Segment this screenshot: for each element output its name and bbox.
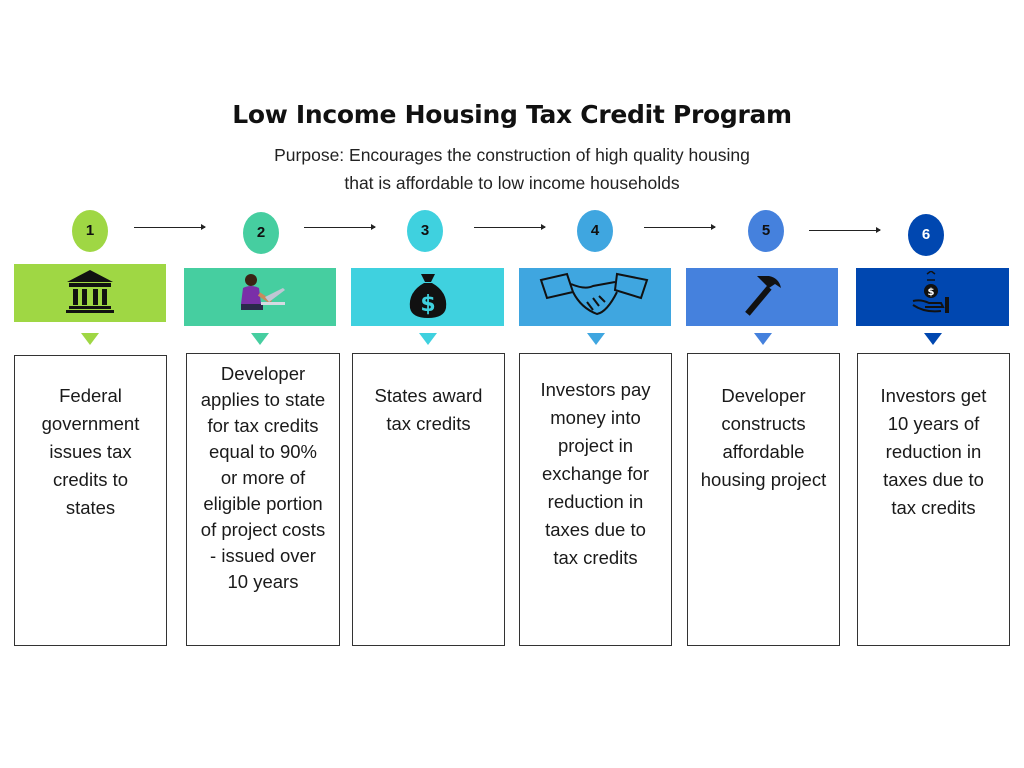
step-4-pointer: [587, 333, 605, 345]
step-4-text: Investors pay money into project in exch…: [540, 379, 651, 568]
step-6-pointer: [924, 333, 942, 345]
step-6-text: Investors get 10 years of reduction in t…: [880, 385, 987, 518]
step-4-number: 4: [577, 210, 613, 252]
step-3-text: States award tax credits: [374, 385, 483, 434]
step-5-band: [686, 268, 838, 326]
arrow-5-to-6: [809, 227, 881, 233]
svg-text:$: $: [420, 292, 435, 317]
step-1-box: Federal government issues tax credits to…: [14, 355, 167, 646]
hammer-icon: [739, 272, 785, 323]
step-1-pointer: [81, 333, 99, 345]
step-3-number: 3: [407, 210, 443, 252]
step-2-text: Developer applies to state for tax credi…: [200, 363, 326, 592]
money-bag-icon: $: [406, 270, 450, 325]
bank-building-icon: [65, 268, 115, 319]
handshake-icon: [537, 272, 653, 323]
step-4-band: [519, 268, 671, 326]
step-2-box: Developer applies to state for tax credi…: [186, 353, 340, 646]
step-2-pointer: [251, 333, 269, 345]
step-4-box: Investors pay money into project in exch…: [519, 353, 672, 646]
page-subtitle: Purpose: Encourages the construction of …: [274, 145, 750, 193]
svg-text:$: $: [927, 287, 934, 298]
step-3-box: States award tax credits: [352, 353, 505, 646]
step-3-pointer: [419, 333, 437, 345]
person-at-laptop-icon: [225, 270, 295, 325]
arrow-2-to-3: [304, 224, 376, 230]
step-5-box: Developer constructs affordable housing …: [687, 353, 840, 646]
step-5-number: 5: [748, 210, 784, 252]
arrow-1-to-2: [134, 224, 206, 230]
step-6-number: 6: [908, 214, 944, 256]
step-2-band: [184, 268, 336, 326]
step-1-text: Federal government issues tax credits to…: [41, 385, 140, 518]
arrow-4-to-5: [644, 224, 716, 230]
step-5-pointer: [754, 333, 772, 345]
hand-coin-icon: $: [911, 269, 955, 324]
arrow-3-to-4: [474, 224, 546, 230]
step-2-number: 2: [243, 212, 279, 254]
page-title: Low Income Housing Tax Credit Program: [232, 100, 792, 129]
step-1-band: [14, 264, 166, 322]
step-3-band: $: [351, 268, 504, 326]
step-1-number: 1: [72, 210, 108, 252]
step-6-band: $: [856, 268, 1009, 326]
step-5-text: Developer constructs affordable housing …: [700, 385, 827, 490]
step-6-box: Investors get 10 years of reduction in t…: [857, 353, 1010, 646]
